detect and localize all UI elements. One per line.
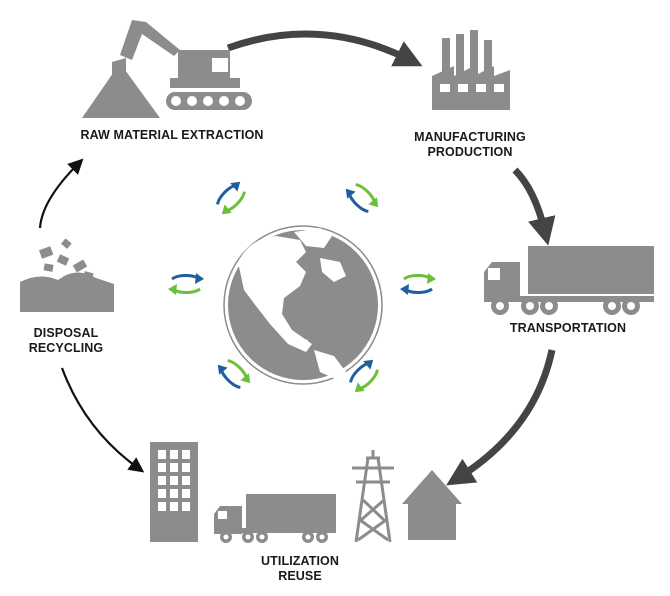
label-disposal-line2: RECYCLING	[28, 341, 104, 355]
office-building-icon	[150, 442, 198, 542]
arrow-transportation-to-utilization	[446, 349, 556, 486]
cycle-arrows-bottom-left	[217, 359, 251, 389]
factory-icon	[432, 30, 510, 110]
excavator-icon	[82, 20, 252, 118]
arrow-disposal-to-utilization	[60, 367, 145, 473]
label-manufacturing-line2: PRODUCTION	[427, 145, 513, 159]
cycle-arrows-top-left	[216, 181, 246, 215]
cycle-arrows-top-right	[345, 183, 379, 213]
house-icon	[402, 470, 462, 540]
label-disposal-line1: DISPOSAL	[33, 326, 99, 340]
arrow-disposal-to-extraction	[38, 158, 84, 229]
cycle-arrows-bottom-right	[349, 359, 379, 393]
power-tower-icon	[352, 450, 394, 543]
label-manufacturing: MANUFACTURING PRODUCTION	[400, 130, 540, 160]
truck-icon	[484, 246, 654, 315]
label-raw-material-line1: RAW MATERIAL EXTRACTION	[80, 128, 264, 142]
label-disposal: DISPOSAL RECYCLING	[16, 326, 116, 356]
arrow-manufacturing-to-transportation	[512, 167, 556, 246]
globe-icon	[223, 225, 383, 385]
label-utilization-line1: UTILIZATION	[261, 554, 339, 568]
waste-pile-icon	[20, 238, 114, 312]
cycle-arrows-left	[168, 273, 204, 295]
label-transportation-line1: TRANSPORTATION	[509, 321, 627, 335]
cycle-arrows-right	[400, 273, 436, 295]
small-truck-icon	[214, 494, 336, 543]
label-utilization: UTILIZATION REUSE	[245, 554, 355, 584]
arrow-extraction-to-manufacturing	[226, 30, 423, 67]
label-utilization-line2: REUSE	[278, 569, 322, 583]
label-raw-material: RAW MATERIAL EXTRACTION	[72, 128, 272, 143]
label-transportation: TRANSPORTATION	[498, 321, 638, 336]
label-manufacturing-line1: MANUFACTURING	[414, 130, 526, 144]
